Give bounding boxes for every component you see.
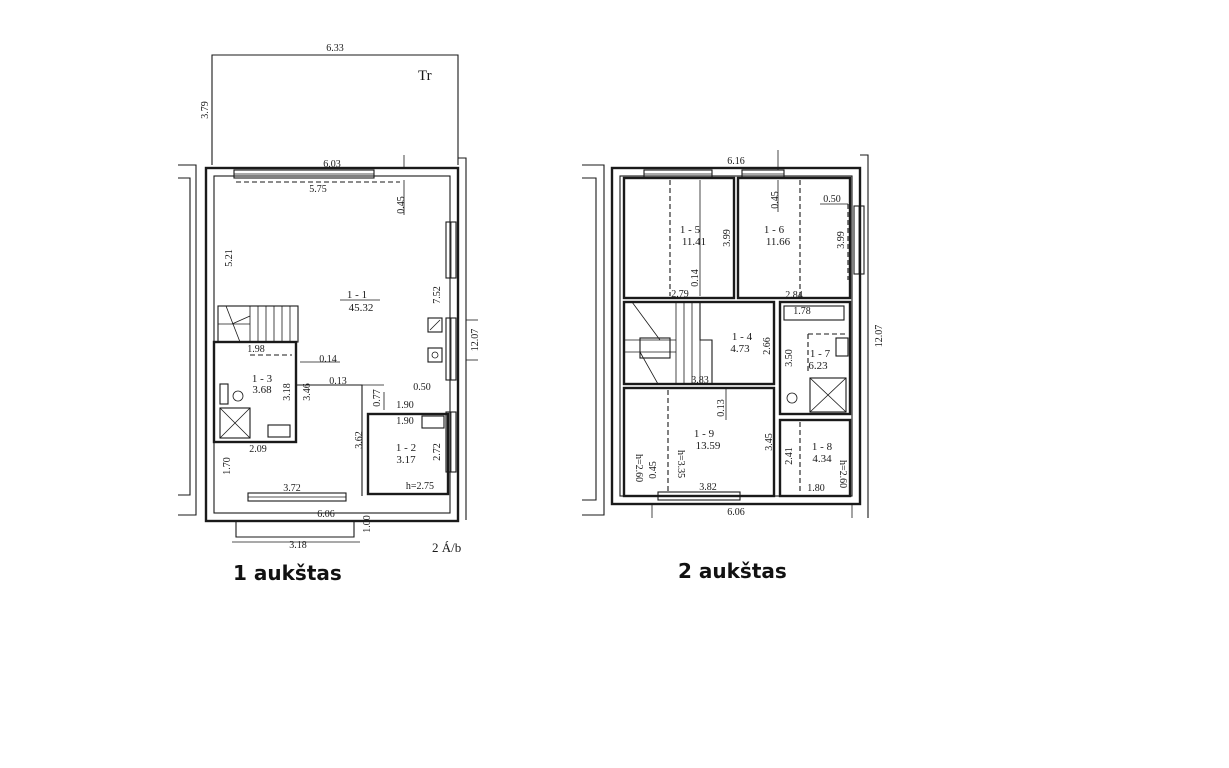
room-1-4: 1 - 4 4.73 2.66 3.83 [691,331,773,386]
dim-room8-bottom: 1.80 [807,483,825,494]
dim-room7-top: 1.78 [793,306,811,317]
room-1-5: 3.99 0.14 2.79 1 - 5 11.41 [622,169,736,300]
floor1-outer-walls [178,157,467,523]
room-1-7-id: 1 - 7 [810,348,831,360]
dim-f2-bottom-outer: 6.06 [727,507,745,518]
terrace-mark: Tr [418,68,432,84]
room-1-6: 0.45 0.50 3.99 2.84 1 - 6 11.66 [736,169,865,301]
dim-main-right: 7.52 [432,286,443,304]
dim-room5-depth: 3.99 [722,229,733,247]
room-1-9-area: 13.59 [696,440,721,452]
dim-wall-014: 0.14 [319,354,337,365]
dim-terrace-top: 6.33 [326,43,344,54]
dim-room2-top-outer: 1.90 [396,400,414,411]
dim-room2-gap: 0.50 [413,382,431,393]
dim-room6-right: 0.50 [823,194,841,205]
room-1-3-area: 3.68 [252,384,272,396]
dim-porch-depth: 1.00 [362,515,373,533]
dim-wall-013: 0.13 [329,376,347,387]
floor1-label: 1 aukštas [233,561,342,585]
dim-room4-height: 2.66 [762,337,773,355]
dim-stair-width: 1.98 [247,344,265,355]
room-1-1-id: 1 - 1 [347,289,367,301]
dim-entry-left: 1.70 [222,457,233,475]
scale-note: 2 Á/b [432,540,461,555]
room9-height-note-2: h=3.35 [675,450,686,478]
dim-room2-left: 3.62 [354,431,365,449]
floor2-plan: 6.16 3.99 0.14 2.79 1 - 5 11.41 0. [582,150,885,583]
dim-room4-bottom: 3.83 [691,375,709,386]
dim-terrace-side: 3.79 [200,101,211,119]
dim-room6-depth: 3.99 [836,231,847,249]
height-note: h=2.75 [406,481,434,492]
dim-room9-right: 3.45 [764,433,775,451]
room8-height-note: h=2.60 [837,460,848,488]
dim-bath-bottom: 2.09 [249,444,267,455]
room-1-2-id: 1 - 2 [396,442,416,454]
floor1-right-windows [445,221,457,473]
dim-entry-width: 3.72 [283,483,301,494]
room-1-5-id: 1 - 5 [680,224,701,236]
room-1-7: 1.78 3.50 1 - 7 6.23 [778,300,852,416]
dim-top-outer: 6.03 [323,159,341,170]
floor1-staircase [217,305,299,343]
dim-room8-height: 2.41 [784,447,795,465]
dim-f2-height-total: 12.07 [874,325,885,348]
porch: 3.18 1.00 [232,515,373,551]
dim-room6-gap: 0.45 [770,191,781,209]
floor1-plan: 6.33 3.79 Tr 6.03 5.75 0.45 [178,43,481,585]
room-1-9-id: 1 - 9 [694,428,715,440]
dim-room7-height: 3.50 [784,349,795,367]
dim-room2-top: 1.90 [396,416,414,427]
dim-top-gap: 0.45 [396,196,407,214]
room-1-5-area: 11.41 [682,236,706,248]
room-1-8-id: 1 - 8 [812,441,833,453]
dim-bath-height: 3.18 [282,383,293,401]
room9-height-note: h=2.60 [633,454,644,482]
dim-room2-wall: 0.77 [372,389,383,407]
floor1-bottom-door: 3.72 6.06 [247,483,347,520]
dim-room2-right: 2.72 [432,443,443,461]
room-1-9: 0.13 3.45 0.45 h=2.60 h=3.35 3.82 1 - 9 … [622,386,776,501]
dim-room9-bottom: 3.82 [699,482,717,493]
dim-porch-width: 3.18 [289,540,307,551]
room-1-6-area: 11.66 [766,236,791,248]
room-1-8-area: 4.34 [812,453,832,465]
floor2-staircase [622,300,776,386]
room-1-8: 2.41 h=2.60 1.80 1 - 8 4.34 [778,418,852,498]
dim-room5-bottom: 2.79 [671,289,689,300]
floor2-label: 2 aukštas [678,559,787,583]
dim-hall-gap: 0.13 [716,399,727,417]
dim-top-inner: 5.75 [309,184,327,195]
room-1-6-id: 1 - 6 [764,224,785,236]
room-1-1-area: 45.32 [349,302,374,314]
dim-f2-top-outer: 6.16 [727,156,745,167]
room-1-2-area: 3.17 [396,454,416,466]
room-1-3: 1.98 3.18 3.46 2.09 1 - 3 3.68 [212,340,313,455]
kitchen-fixtures [427,317,443,363]
room-1-4-area: 4.73 [730,343,750,355]
terrace: 6.33 3.79 Tr 6.03 [200,43,459,170]
dim-room5-wall: 0.14 [690,269,701,287]
floor1-top-window: 5.75 0.45 [233,169,407,215]
room-1-2: 0.77 0.50 1.90 1.90 3.62 2.72 1 - 2 3.17… [354,382,450,496]
room-1-7-area: 6.23 [808,360,828,372]
dim-bath-side: 3.46 [302,383,313,401]
dim-room9-left-gap: 0.45 [648,461,659,479]
dim-room6-bottom: 2.84 [785,290,803,301]
dim-height-total: 12.07 [470,329,481,352]
room-1-4-id: 1 - 4 [732,331,753,343]
dim-main-left: 5.21 [224,249,235,267]
room-1-3-id: 1 - 3 [252,373,273,385]
dim-bottom-outer: 6.06 [317,509,335,520]
